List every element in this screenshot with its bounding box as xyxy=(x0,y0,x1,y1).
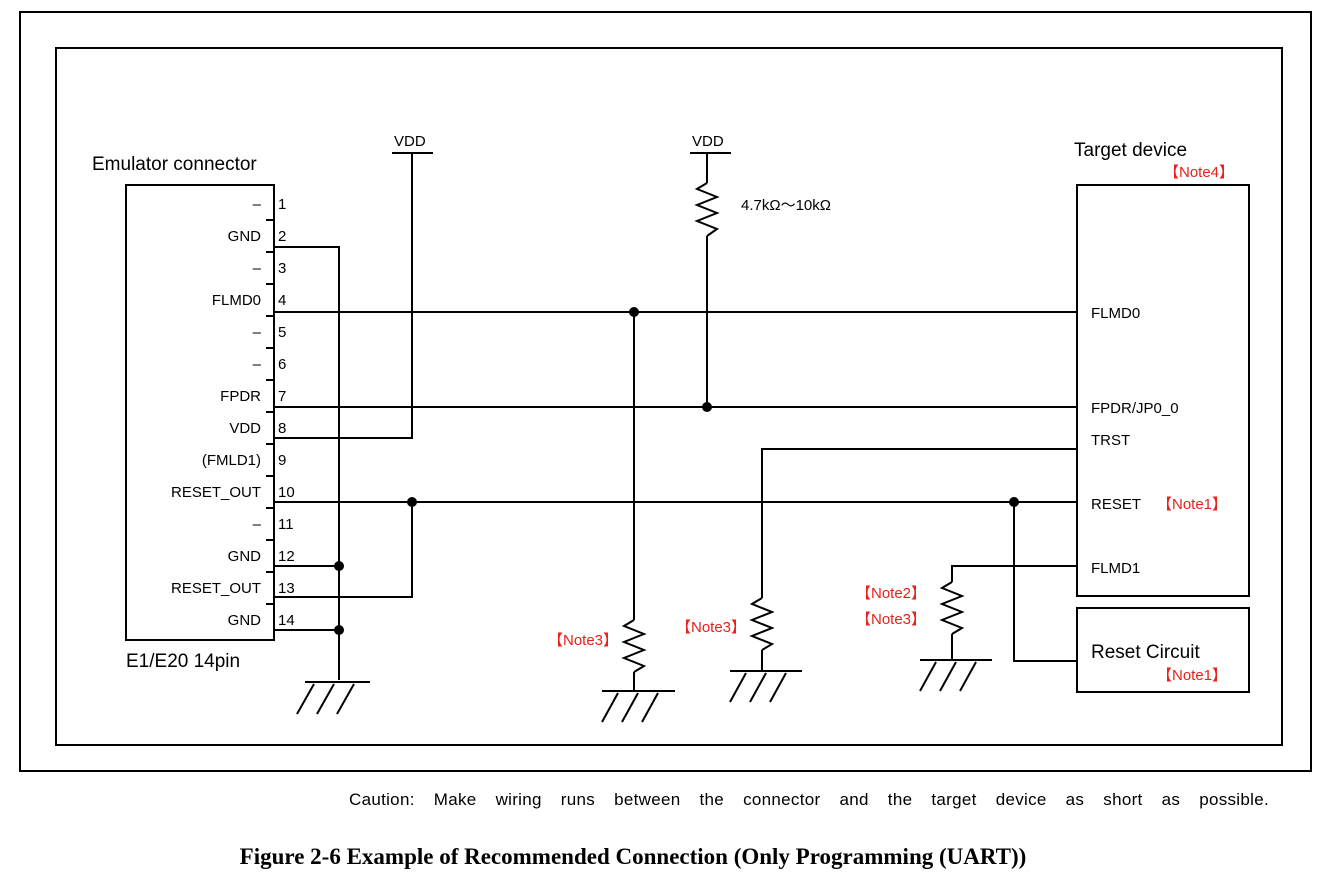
connector-pin-name: (FMLD1) xyxy=(202,452,261,469)
connector-pin-number: 9 xyxy=(278,452,286,469)
trst-pulldown-resistor xyxy=(749,597,775,651)
diagram-frame xyxy=(55,47,1283,746)
connector-pin-name: – xyxy=(253,324,262,341)
target-pin-reset: RESET xyxy=(1091,496,1141,513)
junction-dot xyxy=(702,402,712,412)
connector-pin-number: 7 xyxy=(278,388,286,405)
ground-symbol xyxy=(919,659,992,692)
target-title: Target device xyxy=(1074,140,1187,161)
target-note: 【Note4】 xyxy=(1164,164,1234,181)
target-device-box xyxy=(1076,184,1250,597)
note3-b: 【Note3】 xyxy=(676,619,746,636)
connector-pin-name: GND xyxy=(228,548,262,565)
connector-pin-name: RESET_OUT xyxy=(171,580,261,597)
connector-pin-name: – xyxy=(253,516,262,533)
flmd1-wire xyxy=(951,565,1077,582)
connector-pin-name: – xyxy=(253,260,262,277)
connector-pin-name: VDD xyxy=(229,420,261,437)
connector-pin-number: 11 xyxy=(278,516,294,533)
connector-pin-number: 4 xyxy=(278,292,286,309)
connector-title: Emulator connector xyxy=(92,154,257,175)
pullup-value: 4.7kΩ～10kΩ xyxy=(741,197,831,214)
caution-caption: Caution: Make wiring runs between the co… xyxy=(349,790,1269,809)
connector-pin-name: – xyxy=(253,356,262,373)
trst-wire xyxy=(761,448,1077,598)
vdd-center-label: VDD xyxy=(692,133,724,150)
connector-footer: E1/E20 14pin xyxy=(126,651,240,672)
connector-pin-number: 6 xyxy=(278,356,286,373)
target-reset-note: 【Note1】 xyxy=(1157,496,1227,513)
connector-pin-name: FPDR xyxy=(220,388,261,405)
connector-pin-number: 12 xyxy=(278,548,295,565)
vdd-wire xyxy=(274,153,413,439)
connector-pin-number: 2 xyxy=(278,228,286,245)
reset-circuit-wire xyxy=(1013,502,1077,662)
connector-pin-number: 13 xyxy=(278,580,295,597)
connector-pin-number: 8 xyxy=(278,420,286,437)
reset-circuit-note: 【Note1】 xyxy=(1157,667,1227,684)
ground-symbol xyxy=(729,670,802,703)
reset-out2-wire xyxy=(274,502,413,598)
connector-pin-number: 14 xyxy=(278,612,295,629)
connector-body xyxy=(125,184,275,641)
connector-pin-name: FLMD0 xyxy=(212,292,261,309)
connector-pin-number: 5 xyxy=(278,324,286,341)
flmd1-pulldown-resistor xyxy=(939,581,965,635)
note2: 【Note2】 xyxy=(856,585,926,602)
figure-frame xyxy=(19,11,1312,772)
note3-a: 【Note3】 xyxy=(548,632,618,649)
junction-dot xyxy=(334,625,344,635)
flmd0-pulldown-resistor xyxy=(621,619,647,673)
connector-pin-name: – xyxy=(253,196,262,213)
fpdr-pullup-resistor xyxy=(694,182,720,237)
connector-pin-name: GND xyxy=(228,612,262,629)
reset-circuit-box xyxy=(1076,607,1250,693)
target-pin-flmd1: FLMD1 xyxy=(1091,560,1140,577)
junction-dot xyxy=(334,561,344,571)
connector-pin-number: 1 xyxy=(278,196,286,213)
connector-pin-name: RESET_OUT xyxy=(171,484,261,501)
gnd-bus-wire xyxy=(274,246,340,680)
reset-circuit-label: Reset Circuit xyxy=(1091,642,1200,663)
target-pin-fpdr: FPDR/JP0_0 xyxy=(1091,400,1179,417)
ground-symbol xyxy=(601,690,675,723)
note3-c: 【Note3】 xyxy=(856,611,926,628)
target-pin-trst: TRST xyxy=(1091,432,1130,449)
connector-pin-name: GND xyxy=(228,228,262,245)
vdd-left-label: VDD xyxy=(394,133,426,150)
connector-pin-number: 10 xyxy=(278,484,295,501)
connector-pin-number: 3 xyxy=(278,260,286,277)
figure-title: Figure 2-6 Example of Recommended Connec… xyxy=(239,844,1027,869)
target-pin-flmd0: FLMD0 xyxy=(1091,305,1140,322)
ground-symbol xyxy=(296,681,370,715)
